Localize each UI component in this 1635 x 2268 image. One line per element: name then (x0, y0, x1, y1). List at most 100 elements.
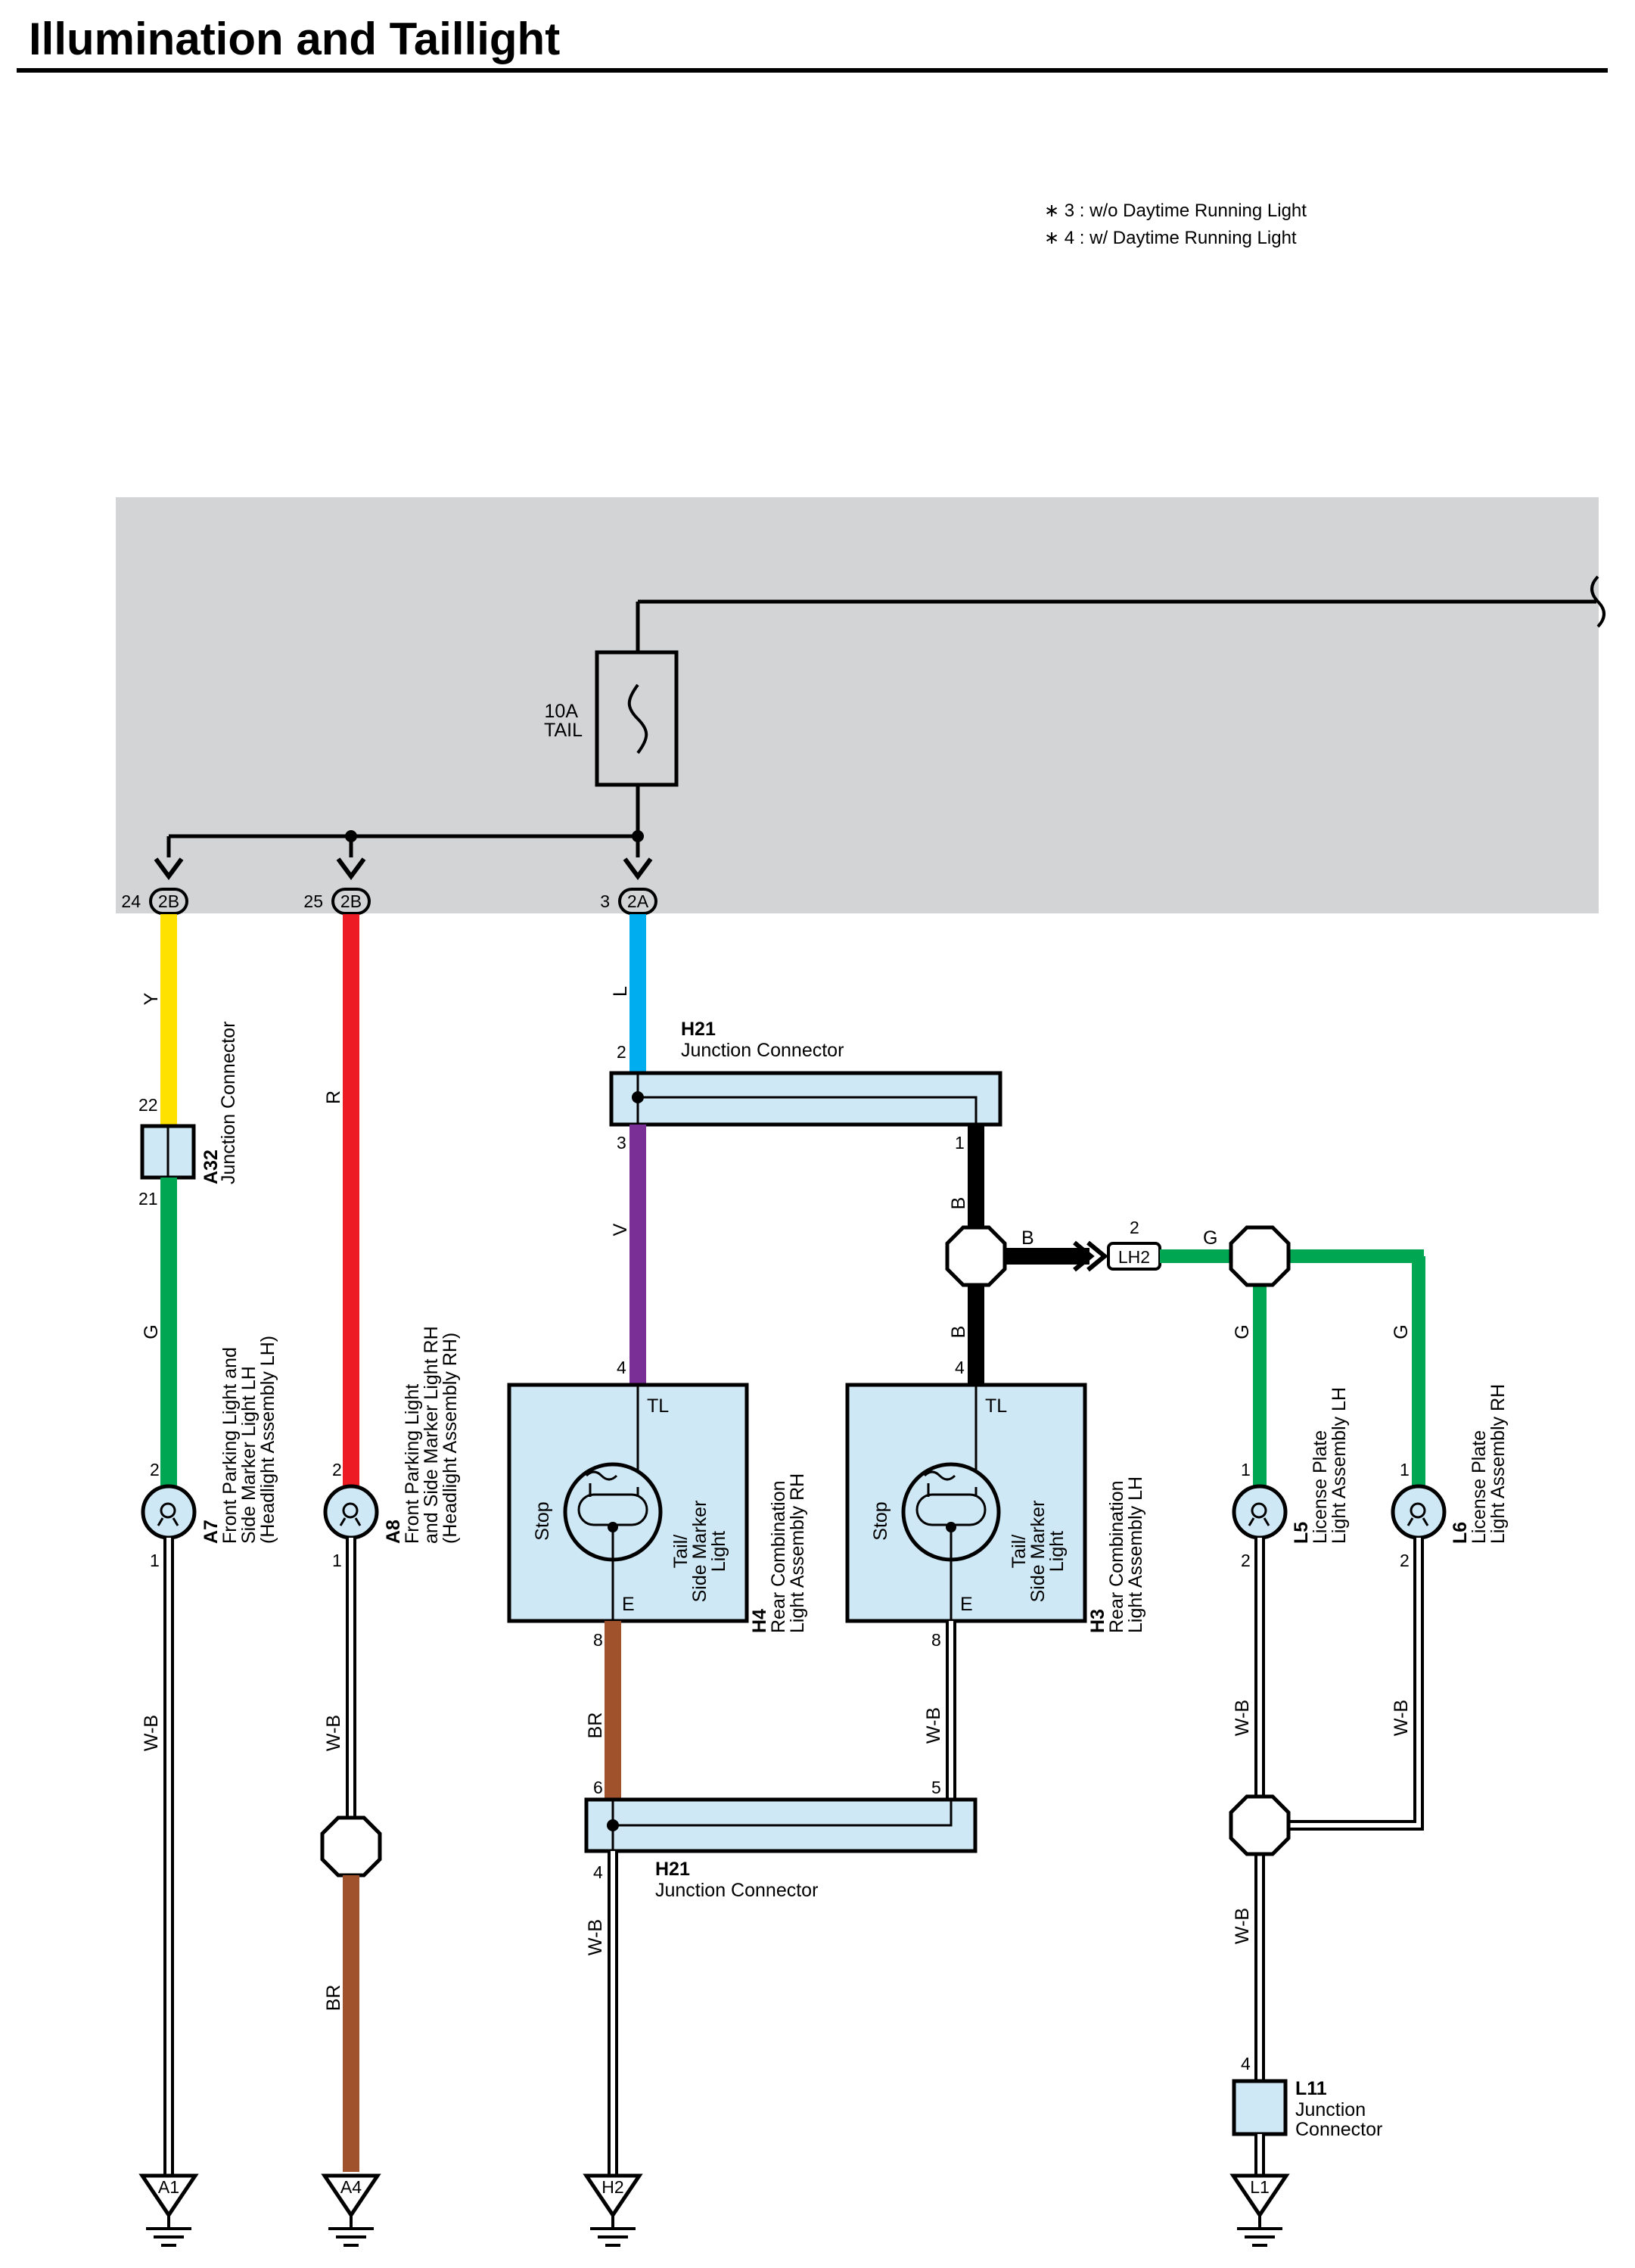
pin-number: 1 (150, 1551, 160, 1570)
pin-number: 3 (617, 1133, 626, 1153)
a7-id: A7 (200, 1520, 222, 1544)
wire-color-label: Y (141, 992, 162, 1005)
h4-tail-label-2: Side Marker (689, 1501, 710, 1603)
h3-rear-combination-light (845, 1383, 1087, 1623)
pin-number: 2 (1400, 1551, 1410, 1570)
pin-number: 2 (1130, 1218, 1139, 1237)
ground-label: H2 (601, 2177, 623, 2197)
l5-line-1: License Plate (1310, 1430, 1331, 1544)
wire-color-label: G (141, 1324, 162, 1339)
wire-color-label: BR (323, 1985, 344, 2011)
h3-stop-label: Stop (870, 1501, 891, 1540)
wire-color-label: G (1203, 1227, 1217, 1249)
wire-color-label: W-B (1391, 1700, 1412, 1736)
pin-number: 3 (600, 891, 610, 911)
splice-point (1231, 1797, 1288, 1854)
l5-id: L5 (1291, 1522, 1312, 1544)
a7-line-3: (Headlight Assembly LH) (257, 1336, 278, 1544)
pin-number: 1 (1241, 1460, 1251, 1479)
splice-dot (632, 1091, 644, 1103)
wire-color-label: B (1021, 1227, 1034, 1249)
l11-line-1: Junction (1295, 2099, 1366, 2120)
pin-number: 4 (617, 1358, 626, 1377)
junction-block (116, 497, 1599, 913)
pin-number: 1 (955, 1133, 965, 1153)
l6-id: L6 (1450, 1522, 1471, 1544)
h3-line-1: Rear Combination (1106, 1481, 1127, 1634)
h21-top-name: Junction Connector (681, 1040, 844, 1061)
l5-lamp-icon (1234, 1486, 1285, 1538)
h21-top-junction-connector (609, 1071, 1002, 1127)
h3-tl-label: TL (985, 1395, 1007, 1417)
fuse-rating: 10A (545, 701, 579, 722)
note-line-1: ∗ 3 : w/o Daytime Running Light (1044, 201, 1307, 221)
note-line-2: ∗ 4 : w/ Daytime Running Light (1044, 228, 1297, 248)
pin-number: 2 (332, 1460, 342, 1479)
splice-point (947, 1227, 1005, 1285)
pin-number: 1 (332, 1551, 342, 1570)
h21-bottom-id: H21 (655, 1859, 690, 1880)
wire-color-label: G (1232, 1324, 1253, 1339)
ground-splice-point (322, 1818, 380, 1875)
pin-number: 2 (150, 1460, 160, 1479)
lh2-connector-arrow-icon (1073, 1240, 1108, 1272)
wire-color-label: V (610, 1223, 631, 1236)
block-connector-24: 2B 24 (121, 857, 188, 915)
h3-tail-label-1: Tail/ (1009, 1535, 1030, 1569)
connector-code: 2A (627, 891, 649, 911)
connector-code: 2B (340, 891, 362, 911)
wire-color-label: W-B (323, 1715, 344, 1751)
a7-lamp-icon (143, 1486, 194, 1538)
ground-label: A4 (340, 2177, 362, 2197)
lh2-id: LH2 (1118, 1247, 1150, 1267)
wire-color-label: W-B (1232, 1700, 1253, 1736)
splice-dot (632, 830, 644, 842)
pin-number: 25 (303, 891, 323, 911)
pin-number: 21 (138, 1189, 158, 1209)
h4-line-1: Rear Combination (768, 1481, 789, 1634)
l6-line-2: Light Assembly RH (1487, 1384, 1509, 1544)
wire-break-symbol (1590, 575, 1605, 628)
block-connector-3: 2A 3 (600, 857, 657, 915)
pin-number: 2 (617, 1042, 626, 1062)
l6-lamp-icon (1393, 1486, 1444, 1538)
wire-color-label: W-B (923, 1707, 944, 1744)
h4-rear-combination-light (507, 1383, 749, 1623)
wire-color-label: B (948, 1197, 969, 1210)
wire-color-label: BR (585, 1713, 606, 1739)
block-connector-25: 2B 25 (303, 857, 371, 915)
h4-stop-label: Stop (532, 1501, 553, 1540)
fuse-name: TAIL (544, 720, 583, 741)
h4-tl-label: TL (647, 1395, 669, 1417)
wire-color-label: G (1391, 1324, 1412, 1339)
wire-color-label: B (948, 1326, 969, 1339)
h3-line-2: Light Assembly LH (1125, 1476, 1146, 1633)
l11-id: L11 (1295, 2078, 1327, 2099)
wire-color-label: W-B (1232, 1908, 1253, 1944)
h4-line-2: Light Assembly RH (787, 1473, 808, 1633)
ground-label: L1 (1250, 2177, 1270, 2197)
pin-number: 22 (138, 1095, 158, 1115)
pin-number: 4 (593, 1862, 603, 1882)
h3-tail-label-3: Light (1046, 1531, 1068, 1572)
pin-number: 4 (1241, 2054, 1251, 2074)
h4-tail-label-1: Tail/ (670, 1535, 692, 1569)
pin-number: 4 (955, 1358, 965, 1377)
a7-line-2: Side Marker Light LH (238, 1366, 260, 1544)
pin-number: 2 (1241, 1551, 1251, 1570)
h4-tail-label-3: Light (708, 1531, 729, 1572)
page-title: Illumination and Taillight (29, 14, 560, 64)
h3-e-label: E (960, 1594, 973, 1615)
splice-point (1231, 1227, 1288, 1285)
pin-number: 8 (593, 1630, 603, 1650)
a8-lamp-icon (325, 1486, 377, 1538)
pin-number: 1 (1400, 1460, 1410, 1479)
splice-dot (607, 1819, 619, 1831)
h4-e-label: E (622, 1594, 635, 1615)
a8-line-1: Front Parking Light (402, 1384, 423, 1544)
a8-line-3: (Headlight Assembly RH) (440, 1333, 461, 1544)
wire-color-label: R (323, 1090, 344, 1104)
a32-id: A32 (200, 1150, 222, 1184)
pin-number: 6 (593, 1778, 603, 1797)
